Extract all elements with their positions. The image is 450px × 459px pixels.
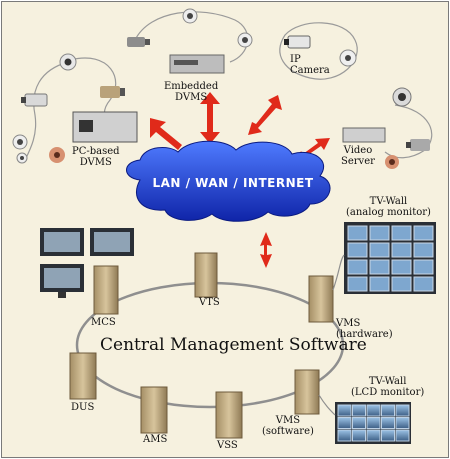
lcd-monitor-cell bbox=[381, 404, 395, 417]
lcd-monitor-cell bbox=[381, 429, 395, 442]
arrow-embedded-dvms bbox=[200, 92, 220, 144]
server-ams bbox=[140, 386, 168, 434]
label-mcs: MCS bbox=[91, 317, 116, 328]
dome-camera-icon bbox=[12, 134, 28, 150]
lcd-monitor-cell bbox=[366, 404, 381, 417]
analog-monitor-cell bbox=[391, 225, 412, 241]
lcd-monitor-cell bbox=[395, 417, 410, 429]
arrow-pc-dvms bbox=[150, 118, 182, 150]
lcd-monitor-cell bbox=[337, 404, 352, 417]
lcd-monitor-cell bbox=[352, 417, 366, 429]
dome-camera-icon bbox=[385, 155, 399, 169]
label-vss: VSS bbox=[217, 440, 238, 451]
label-pc-dvms: PC-based DVMS bbox=[72, 146, 120, 168]
dome-camera-icon bbox=[49, 147, 65, 163]
box-camera-icon bbox=[21, 93, 48, 107]
analog-monitor-cell bbox=[391, 276, 412, 292]
dome-camera-icon bbox=[339, 49, 357, 67]
label-tvwall-analog: TV-Wall (analog monitor) bbox=[346, 196, 431, 218]
server-vss bbox=[215, 391, 243, 439]
label-dus: DUS bbox=[71, 402, 95, 413]
camera-loop-ip bbox=[279, 22, 358, 80]
label-vms-sw: VMS (software) bbox=[262, 415, 314, 437]
analog-monitor-cell bbox=[391, 242, 412, 258]
network-cloud bbox=[126, 140, 331, 222]
lcd-monitor-cell bbox=[366, 417, 381, 429]
analog-monitor-cell bbox=[391, 259, 412, 275]
dome-camera-icon bbox=[182, 8, 198, 24]
lcd-monitor-cell bbox=[337, 417, 352, 429]
lcd-monitor-cell bbox=[352, 404, 366, 417]
label-ip-camera: IP Camera bbox=[290, 54, 330, 76]
camera-loop-top bbox=[134, 11, 249, 63]
embedded-dvms-icon bbox=[169, 54, 225, 74]
pc-dvms-icon bbox=[72, 111, 138, 143]
analog-monitor-cell bbox=[413, 276, 434, 292]
analog-monitor-cell bbox=[347, 242, 368, 258]
label-ams: AMS bbox=[143, 434, 168, 445]
server-vms-sw bbox=[294, 369, 320, 415]
analog-monitor-cell bbox=[413, 225, 434, 241]
label-vms-hw: VMS (hardware) bbox=[336, 318, 393, 340]
lcd-monitor-cell bbox=[352, 429, 366, 442]
video-server-icon bbox=[342, 127, 386, 143]
mcs-monitors bbox=[40, 228, 134, 298]
label-tvwall-lcd: TV-Wall (LCD monitor) bbox=[351, 376, 425, 398]
box-camera-icon bbox=[100, 86, 125, 98]
arrow-ip-camera bbox=[248, 95, 282, 135]
analog-monitor-cell bbox=[413, 259, 434, 275]
central-management-label: Central Management Software bbox=[100, 335, 367, 355]
analog-monitor-cell bbox=[369, 225, 390, 241]
server-vms-hw bbox=[308, 275, 334, 323]
ptz-camera-icon bbox=[392, 87, 412, 107]
camera-loop-left bbox=[24, 61, 69, 161]
server-vts bbox=[194, 252, 218, 298]
server-mcs bbox=[93, 265, 119, 315]
box-camera-icon bbox=[127, 37, 150, 47]
box-camera-icon bbox=[406, 139, 430, 151]
lcd-monitor-cell bbox=[366, 429, 381, 442]
label-vts: VTS bbox=[199, 297, 220, 308]
label-video-server: Video Server bbox=[341, 145, 375, 167]
lcd-monitor-cell bbox=[381, 417, 395, 429]
arrow-cloud-cms bbox=[260, 232, 272, 268]
analog-monitor-cell bbox=[347, 276, 368, 292]
analog-monitor-cell bbox=[413, 242, 434, 258]
lcd-monitor-cell bbox=[395, 429, 410, 442]
dome-camera-icon bbox=[16, 152, 28, 164]
dome-camera-icon bbox=[237, 32, 253, 48]
dome-camera-icon bbox=[59, 53, 77, 71]
box-camera-icon bbox=[284, 35, 311, 49]
analog-monitor-cell bbox=[347, 225, 368, 241]
server-dus bbox=[69, 352, 97, 400]
wire-lcd bbox=[318, 394, 336, 416]
analog-monitor-cell bbox=[369, 276, 390, 292]
network-label: LAN / WAN / INTERNET bbox=[152, 176, 314, 190]
analog-monitor-cell bbox=[347, 259, 368, 275]
lcd-monitor-cell bbox=[395, 404, 410, 417]
wire-analog bbox=[332, 254, 345, 291]
analog-monitor-cell bbox=[369, 259, 390, 275]
label-embedded-dvms: Embedded DVMS bbox=[164, 81, 219, 103]
analog-monitor-cell bbox=[369, 242, 390, 258]
lcd-monitor-cell bbox=[337, 429, 352, 442]
